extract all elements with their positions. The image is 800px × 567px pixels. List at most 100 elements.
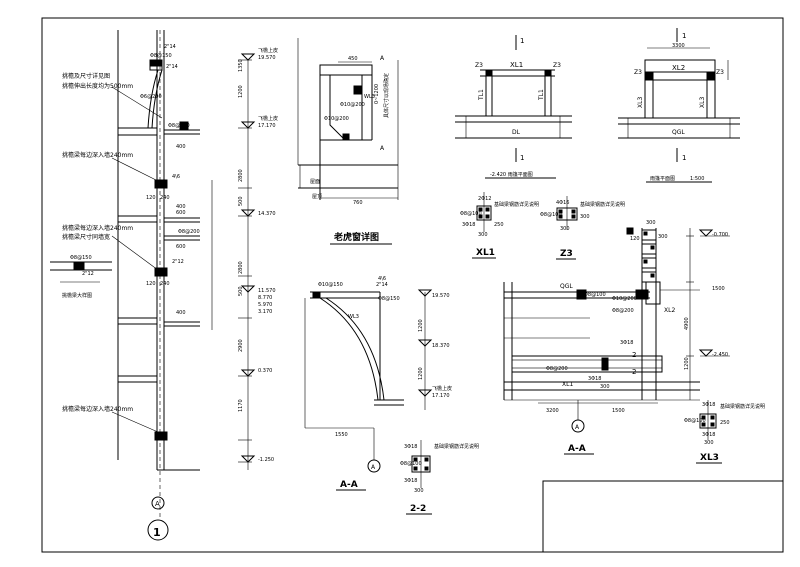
dim-text: 3300 (672, 43, 685, 49)
dormer-detail (297, 38, 399, 200)
frame2-caption: 雨篷平面图 (650, 175, 675, 182)
dim-text: 300 (600, 384, 610, 390)
sheet-border (41, 17, 784, 553)
beam-tag: WL3 (348, 314, 359, 320)
beam-tag: DL (512, 129, 521, 136)
section-mark: 1 (520, 37, 524, 45)
rebar-label: 2"12 (172, 259, 184, 265)
dim-text: 0~1200 (374, 84, 380, 104)
dim-text: 1500 (612, 408, 625, 414)
xl1-detail: 2Φ12 Φ8@100 3Φ18 基础梁钢筋详见说明 300 250 XL1 (460, 192, 539, 259)
beam-tag: QGL (560, 283, 573, 290)
beam-tag: XL1 (562, 381, 573, 388)
elevation-value: -1.250 (258, 457, 274, 463)
dim-text: 300 (704, 440, 714, 446)
elevation-value: 17.170 (432, 393, 450, 399)
frame-xl2-text: 1 1 3300 XL2 Z3 Z3 XL3 XL3 QGL 雨篷平面图 1:5… (634, 32, 724, 182)
axis-bubble-a (151, 496, 165, 510)
xl3-title: XL3 (700, 453, 719, 463)
dim-text: 300 (658, 234, 668, 240)
dim-text: 600 (176, 210, 186, 216)
beam-tag: TL1 (478, 89, 485, 101)
section-aa-right (503, 227, 730, 455)
elevation-value: -0.700 (712, 232, 728, 238)
section-aa-right-title: A-A (568, 444, 586, 454)
beam-tag: XL3 (699, 97, 706, 108)
elevation-value: 17.170 (258, 123, 276, 129)
dim-text: 1170 (238, 399, 244, 412)
dim-text: 1550 (335, 432, 348, 438)
frame1-caption: -2.420 雨篷平面图 (490, 171, 533, 178)
note-text: 基础梁钢筋详见说明 (434, 443, 479, 450)
rebar-label: 3Φ18 (702, 432, 715, 438)
stirrup-label: Φ8@100 (540, 212, 562, 218)
rebar-label: Φ10@150 (318, 282, 343, 288)
stirrup-label: Φ6@200 (140, 94, 162, 100)
elevation-value: 8.770 (258, 295, 272, 301)
rebar-label: 3Φ18 (620, 340, 633, 346)
column-tag: Z3 (716, 69, 724, 76)
dim-text: 760 (353, 200, 363, 206)
axis-label: A (371, 464, 376, 471)
stirrup-label: Φ10@200 (612, 296, 637, 302)
dim-text: 600 (176, 244, 186, 250)
section-aa-left-text: Φ10@150 2"14 4\6 Φ8@150 WL3 19.570 18.37… (318, 276, 452, 491)
rebar-label: 3Φ18 (404, 444, 417, 450)
stirrup-label: Φ8@150 (150, 53, 172, 59)
z3-title: Z3 (560, 249, 573, 259)
frame-xl1-text: 1 1 XL1 Z3 Z3 TL1 TL1 DL -2.420 雨篷平面图 (475, 37, 561, 178)
rebar-label: Φ10@200 (340, 102, 365, 108)
dim-text: 400 (176, 144, 186, 150)
xl1-title: XL1 (476, 248, 495, 258)
rebar-label: 3Φ18 (588, 376, 601, 382)
stirrup-label: Φ8@200 (546, 366, 568, 372)
frame-xl1 (455, 35, 572, 179)
left-elevation-text: 挑檐及尺寸详见图 挑檐伸出长度均为500mm 挑檐梁每边深入墙240mm 挑檐梁… (62, 44, 278, 539)
note-beam-embed-3: 挑檐梁每边深入墙240mm (62, 405, 133, 413)
side-note: 具体尺寸以现场确定 (383, 73, 390, 118)
elev-label: 飞檐上皮 (432, 385, 452, 392)
elev-label: 飞檐上皮 (258, 47, 278, 54)
dormer-title: 老虎窗详图 (333, 231, 379, 243)
stirrup-label: Φ8@100 (684, 418, 706, 424)
dim-text: 250 (720, 420, 730, 426)
section-22-title: 2-2 (410, 504, 426, 514)
note-beam-embed-2: 挑檐梁每边深入墙240mm (62, 224, 133, 232)
rebar-label: 2"14 (164, 44, 176, 50)
small-detail-caption: 挑檐梁大样图 (62, 292, 92, 299)
beam-tag: XL2 (664, 307, 675, 314)
left-elevation (50, 30, 256, 541)
stirrup-label: Φ8@150 (168, 123, 190, 129)
dim-text: 2800 (238, 169, 244, 182)
beam-tag: TL1 (538, 89, 545, 101)
dim-text: 120 (146, 281, 156, 287)
dim-text: 1200 (418, 319, 424, 332)
rebar-label: 4\6 (172, 174, 180, 180)
beam-tag: XL1 (510, 61, 523, 69)
section-mark: A (380, 145, 385, 152)
beam-tag: XL2 (672, 64, 685, 72)
section-mark: 1 (682, 32, 686, 40)
beam-section-2 (154, 267, 168, 277)
elevation-value: 0.370 (258, 368, 272, 374)
dim-text: 1200 (418, 367, 424, 380)
elevation-value: 3.170 (258, 309, 272, 315)
dim-text: 1200 (238, 85, 244, 98)
note-beam-width: 挑檐梁尺寸同墙宽 (62, 233, 110, 241)
dim-text: 120 (630, 236, 640, 242)
stirrup-label: Φ8@100 (460, 211, 482, 217)
dim-text: 2800 (238, 261, 244, 274)
title-block (542, 480, 784, 553)
stirrup-label: Φ8@150 (378, 296, 400, 302)
beam-section-3 (154, 431, 168, 441)
beam-tag: WL3 (364, 94, 375, 100)
dim-text: 250 (494, 222, 504, 228)
dim-text: 2900 (238, 339, 244, 352)
rebar-label: 3Φ18 (404, 478, 417, 484)
section-mark: 1 (682, 154, 686, 162)
dim-text: 400 (176, 204, 186, 210)
column-tag: Z3 (475, 62, 483, 69)
rebar-label: 2"14 (376, 282, 388, 288)
dim-text: 450 (348, 56, 358, 62)
